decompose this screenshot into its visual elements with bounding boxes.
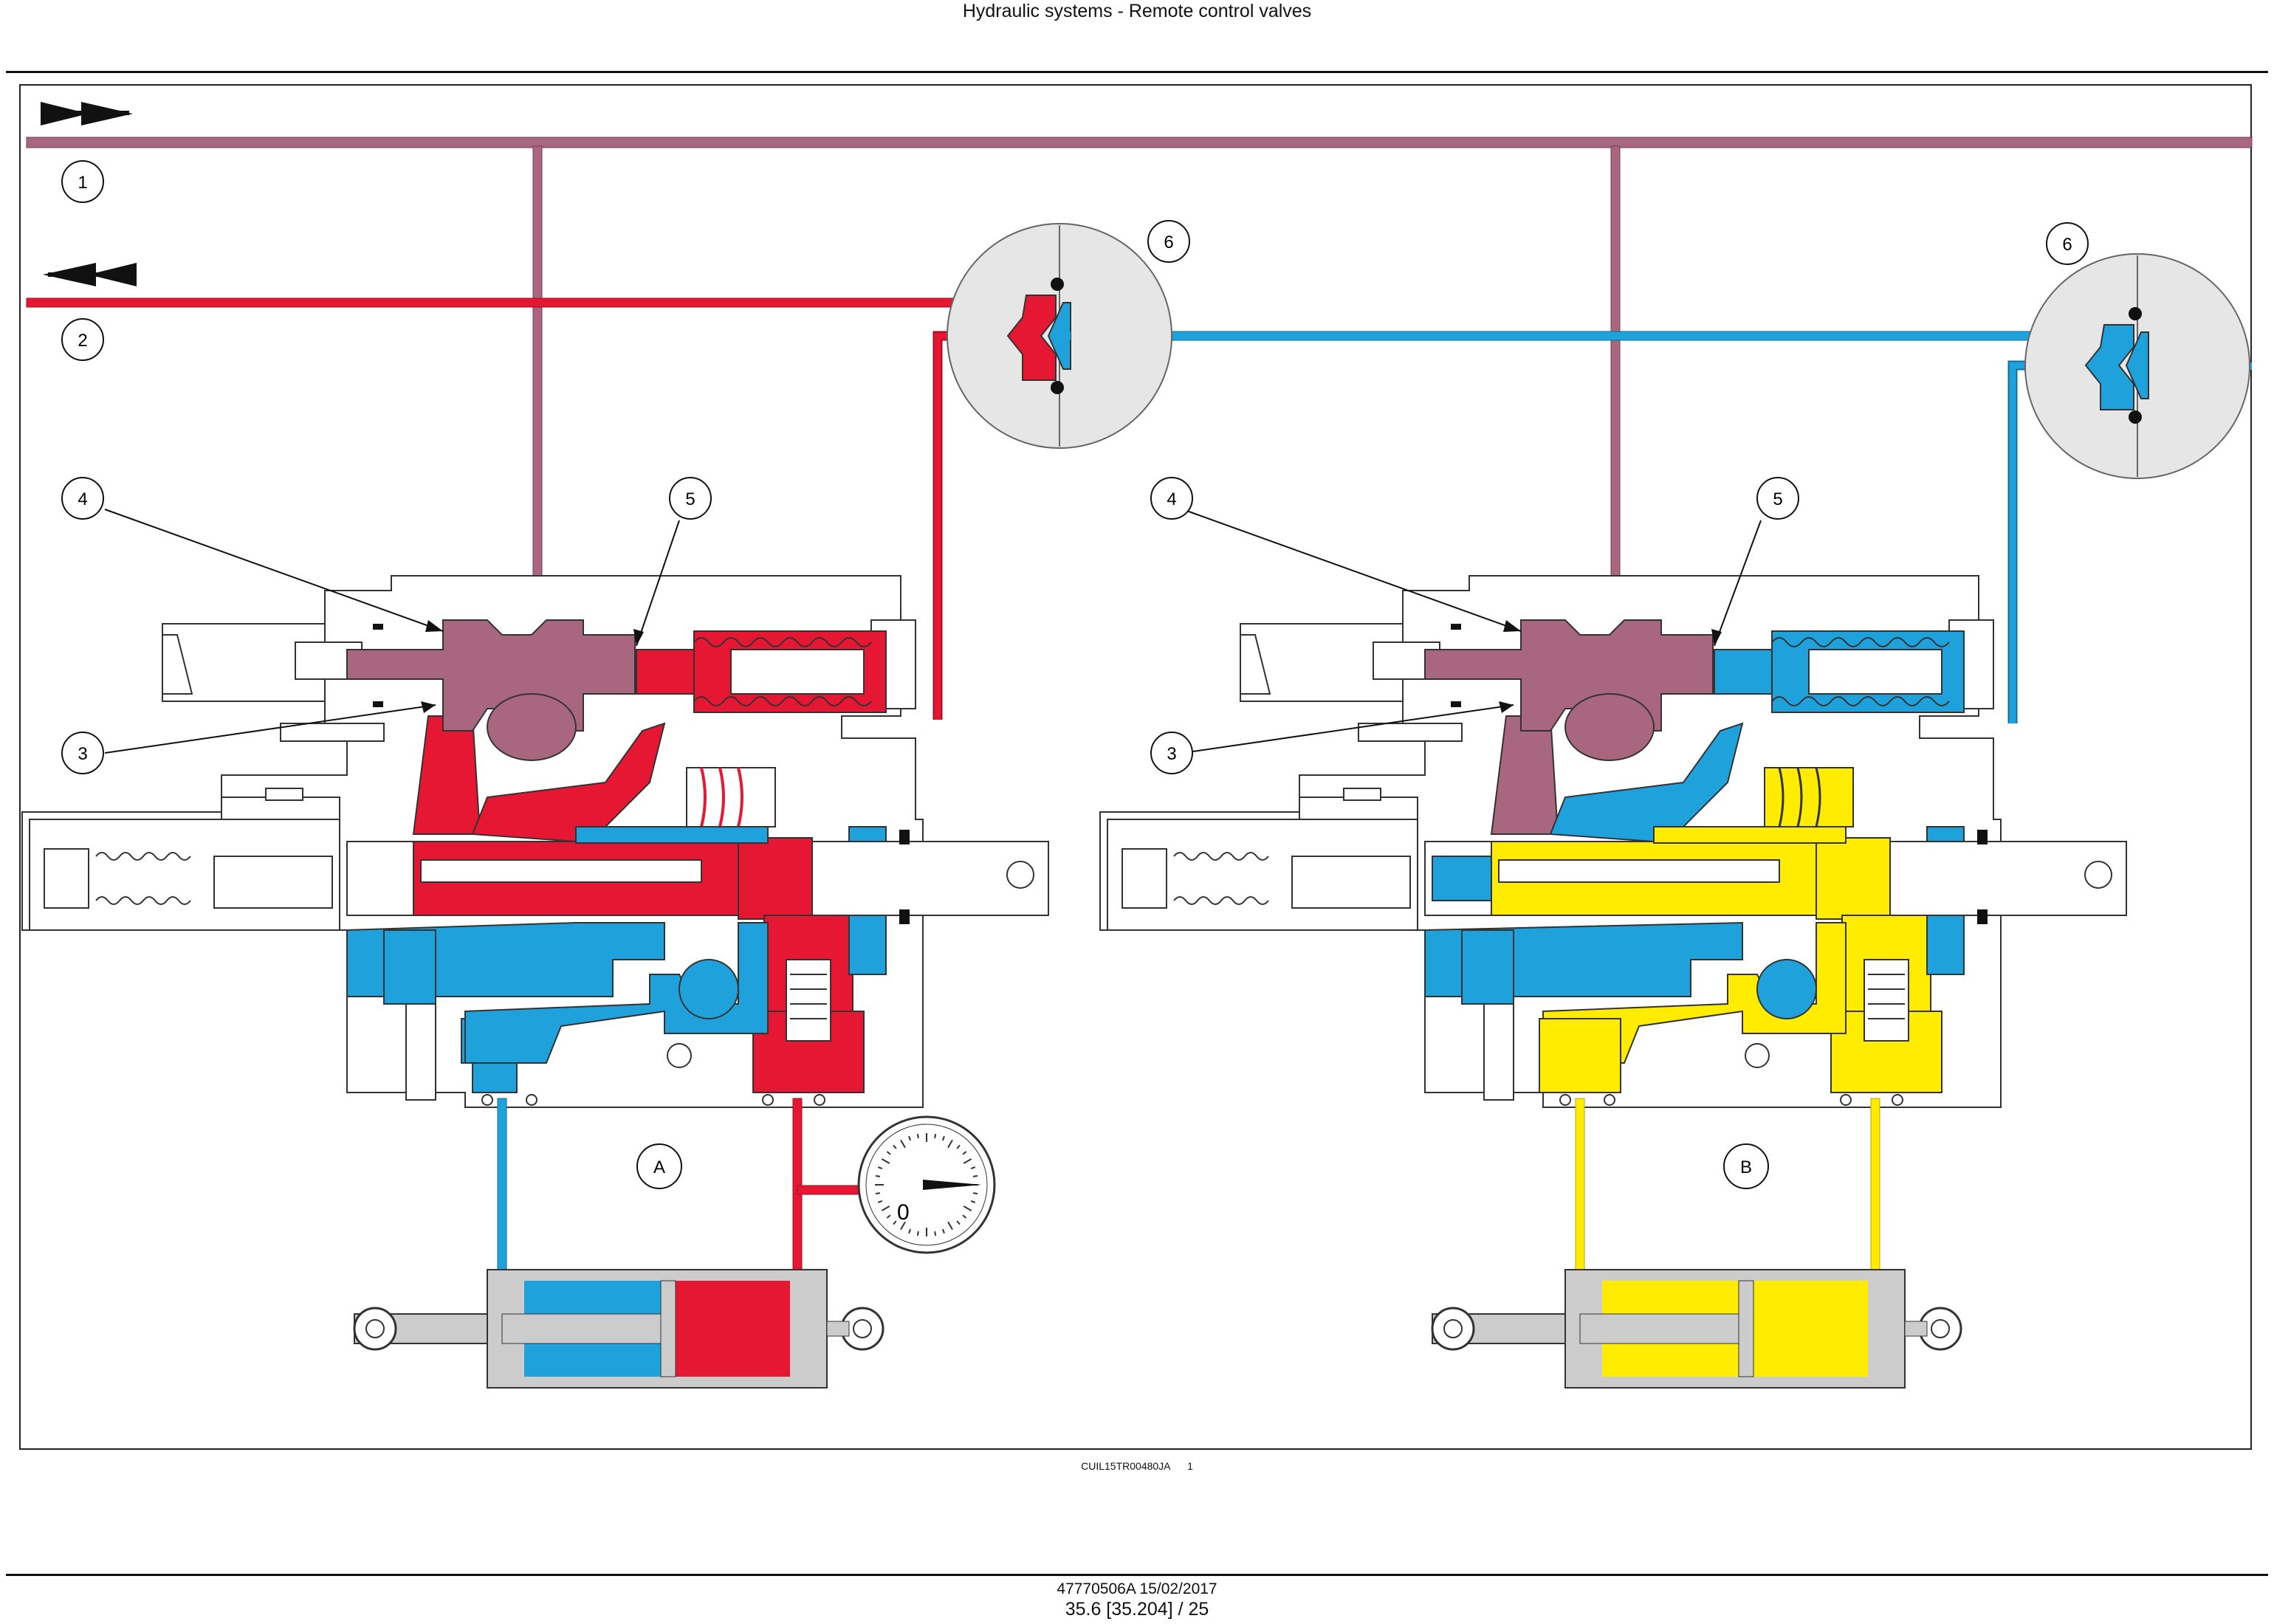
gauge-tick	[908, 1135, 912, 1141]
panel-label-b-text: B	[1740, 1157, 1752, 1177]
callout-6-right	[2046, 222, 2089, 265]
callout-1-label: 1	[78, 173, 87, 193]
gauge-tick	[941, 1228, 945, 1234]
gauge-tick	[886, 1214, 891, 1219]
leader-arrowheads	[421, 620, 1722, 713]
figure-frame	[19, 84, 2252, 1450]
gauge-tick	[877, 1200, 883, 1203]
callout-2-label: 2	[78, 331, 87, 351]
flow-left-arrows-icon	[43, 263, 137, 286]
gauge-tick	[875, 1192, 881, 1195]
hydraulic-cylinder-b	[1431, 1269, 1962, 1389]
gauge-tick	[956, 1220, 961, 1225]
figure-caption: CUIL15TR00480JA 1	[1034, 1459, 1240, 1473]
callout-3-right	[1150, 732, 1193, 774]
valve-section-a	[21, 575, 1049, 1313]
panel-label-a	[636, 1143, 682, 1189]
gauge-tick	[956, 1144, 961, 1149]
callout-4-left-label: 4	[78, 489, 87, 509]
callout-3-left	[61, 732, 104, 774]
footer-doc: 47770506A 15/02/2017	[1057, 1580, 1217, 1597]
gauge-tick	[947, 1221, 953, 1231]
figure-code: CUIL15TR00480JA	[1081, 1460, 1170, 1472]
gauge-tick	[972, 1192, 978, 1195]
gauge-tick	[881, 1205, 890, 1211]
figure-number: 1	[1187, 1460, 1193, 1472]
gauge-tick	[877, 1166, 883, 1170]
gauge-tick	[893, 1220, 897, 1225]
callout-3-left-label: 3	[78, 744, 87, 764]
callout-5-right	[1756, 477, 1799, 520]
leader-lines	[104, 509, 1762, 754]
gauge-tick	[947, 1139, 953, 1149]
gauge-tick	[881, 1158, 890, 1164]
gauge-tick	[970, 1166, 976, 1170]
callout-6-left-label: 6	[1164, 233, 1173, 252]
valve-section-b	[1099, 575, 2127, 1313]
gauge-tick	[962, 1151, 967, 1155]
callout-3-right-label: 3	[1167, 744, 1176, 764]
gauge-tick	[886, 1151, 891, 1155]
gauge-tick	[970, 1200, 976, 1203]
page-header: Hydraulic systems - Remote control valve…	[962, 1, 1312, 21]
callout-5-right-label: 5	[1773, 489, 1782, 509]
gauge-reading: 0	[897, 1200, 910, 1225]
callout-4-left	[61, 477, 104, 520]
callout-2	[61, 318, 104, 361]
hydraulic-cylinder-a	[353, 1269, 884, 1389]
callout-6-left	[1147, 220, 1190, 263]
gauge-tick	[941, 1135, 945, 1141]
panel-label-b	[1723, 1143, 1769, 1189]
check-valve-detail-right	[2024, 253, 2250, 479]
callout-5-left	[669, 477, 712, 520]
gauge-tick	[875, 1174, 881, 1177]
panel-label-a-text: A	[653, 1157, 665, 1177]
gauge-tick	[963, 1158, 972, 1164]
check-valve-detail-left	[947, 223, 1172, 449]
pressure-gauge-icon: 0	[857, 1115, 996, 1254]
gauge-tick	[963, 1205, 972, 1211]
callout-5-left-label: 5	[685, 489, 695, 509]
gauge-tick	[893, 1144, 897, 1149]
gauge-tick	[900, 1221, 906, 1231]
gauge-tick	[972, 1174, 978, 1177]
gauge-tick	[900, 1139, 906, 1149]
callout-4-right	[1150, 477, 1193, 520]
footer-page: 35.6 [35.204] / 25	[1065, 1599, 1209, 1620]
flow-right-arrows-icon	[41, 102, 133, 125]
callout-4-right-label: 4	[1167, 489, 1176, 509]
gauge-tick	[962, 1214, 967, 1219]
callouts: 1 2 4 3 5 6 4 3 5 6 A B	[61, 160, 2089, 1189]
callout-6-right-label: 6	[2062, 235, 2072, 255]
callout-1	[61, 160, 104, 203]
footer-rule	[6, 1574, 2268, 1576]
header-rule	[6, 71, 2268, 73]
gauge-tick	[908, 1228, 912, 1234]
